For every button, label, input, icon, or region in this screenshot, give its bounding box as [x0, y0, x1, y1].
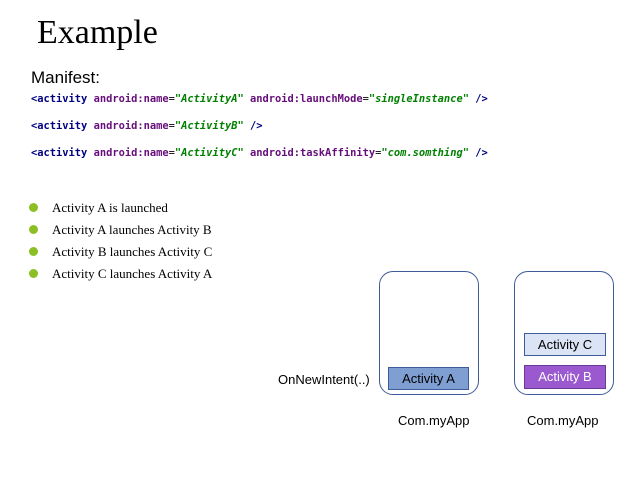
step-text: Activity A launches Activity B: [52, 222, 212, 237]
code-value-task-affinity: "com.somthing": [381, 147, 469, 159]
code-tag-close: />: [468, 93, 488, 105]
code-equals: =: [168, 93, 175, 105]
code-attr-name: android:name: [93, 120, 169, 132]
list-item: Activity C launches Activity A: [29, 266, 212, 288]
code-equals: =: [375, 147, 382, 159]
bullet-dot-icon: [29, 203, 38, 212]
activity-c-box: Activity C: [524, 333, 606, 356]
step-text: Activity B launches Activity C: [52, 244, 213, 259]
code-equals: =: [168, 120, 175, 132]
bullet-dot-icon: [29, 247, 38, 256]
slide-title: Example: [37, 14, 158, 51]
step-list: Activity A is launched Activity A launch…: [29, 200, 212, 288]
code-attr-task-affinity: android:taskAffinity: [243, 147, 376, 159]
code-line-activity-b: <activity android:name="ActivityB" />: [31, 120, 263, 132]
code-value-launch-mode: "singleInstance": [368, 93, 469, 105]
manifest-label: Manifest:: [31, 68, 100, 87]
code-tag-close: />: [468, 147, 488, 159]
step-text: Activity C launches Activity A: [52, 266, 213, 281]
list-item: Activity B launches Activity C: [29, 244, 212, 266]
code-tag-open: <activity: [31, 120, 94, 132]
code-attr-name: android:name: [93, 93, 169, 105]
list-item: Activity A is launched: [29, 200, 212, 222]
code-value-name: "ActivityC": [174, 147, 244, 159]
on-new-intent-label: OnNewIntent(..): [278, 372, 370, 387]
code-equals: =: [168, 147, 175, 159]
code-value-name: "ActivityA": [174, 93, 244, 105]
code-attr-launch-mode: android:launchMode: [243, 93, 363, 105]
activity-a-box: Activity A: [388, 367, 469, 390]
code-tag-close: />: [243, 120, 263, 132]
code-value-name: "ActivityB": [174, 120, 244, 132]
bullet-dot-icon: [29, 269, 38, 278]
code-attr-name: android:name: [93, 147, 169, 159]
activity-b-box: Activity B: [524, 365, 606, 389]
task-2-label: Com.myApp: [527, 413, 599, 428]
task-1-label: Com.myApp: [398, 413, 470, 428]
code-tag-open: <activity: [31, 93, 94, 105]
step-text: Activity A is launched: [52, 200, 168, 215]
code-tag-open: <activity: [31, 147, 94, 159]
bullet-dot-icon: [29, 225, 38, 234]
code-equals: =: [362, 93, 369, 105]
code-line-activity-a: <activity android:name="ActivityA" andro…: [31, 93, 488, 105]
code-line-activity-c: <activity android:name="ActivityC" andro…: [31, 147, 488, 159]
list-item: Activity A launches Activity B: [29, 222, 212, 244]
